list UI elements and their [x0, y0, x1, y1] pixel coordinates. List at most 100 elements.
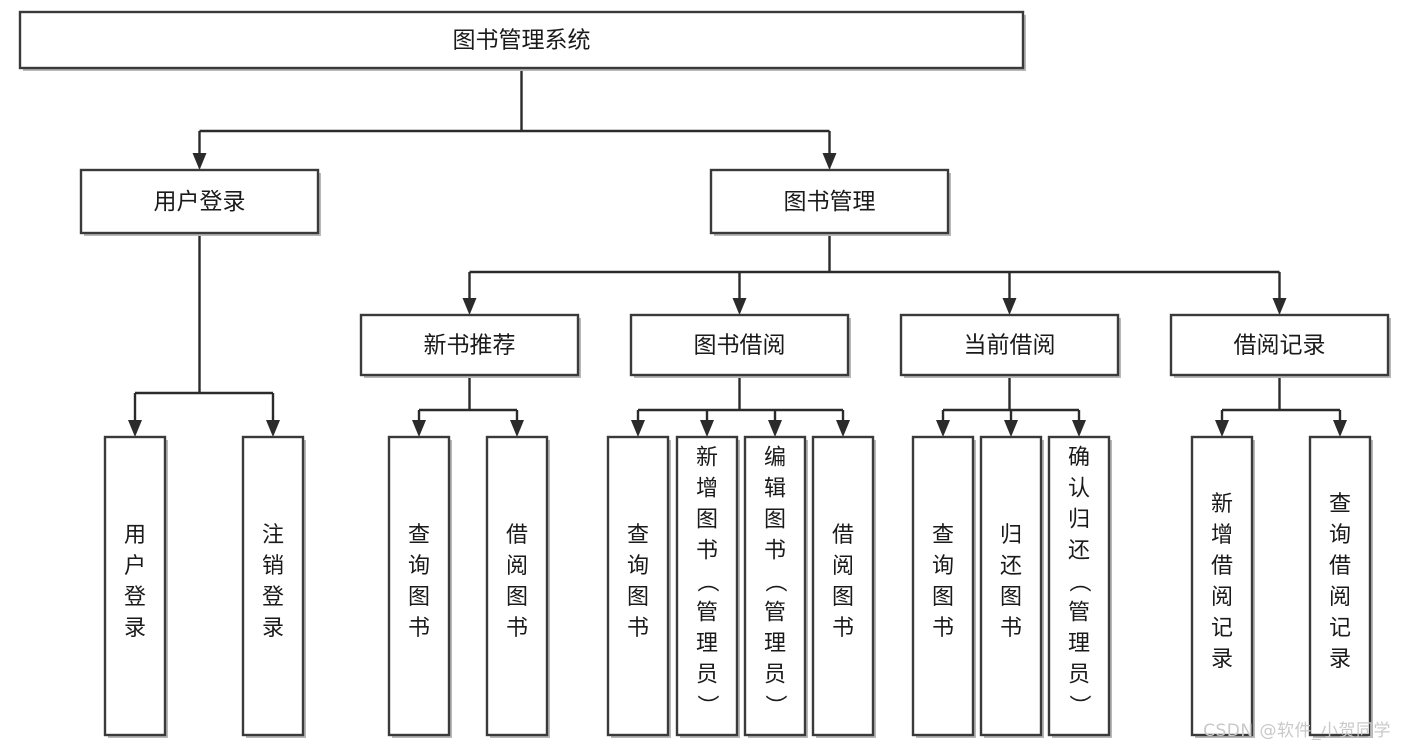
leaf-label-vertical: 用户登录 [124, 523, 146, 641]
leaf-label-char: 询 [932, 554, 954, 579]
leaf-label-char: 户 [124, 554, 146, 579]
leaf-label-char: 书 [627, 616, 649, 641]
node-label: 当前借阅 [964, 333, 1056, 359]
leaf-label-char: ） [1066, 695, 1091, 717]
leaf-label-char: 图 [696, 508, 718, 533]
arrow-head [700, 420, 714, 437]
level1-node-图书管理[interactable] [709, 168, 951, 236]
arrow-head [510, 420, 524, 437]
arrow-head [768, 420, 782, 437]
leaf-label-char: 书 [832, 616, 854, 641]
node-label: 用户登录 [154, 189, 246, 215]
node-rect [743, 435, 807, 737]
leaf-label-char: 书 [408, 616, 430, 641]
leaf-label-char: 阅 [506, 554, 528, 579]
leaf-node-借阅图书[interactable] [485, 435, 550, 738]
arrow-head [1333, 420, 1347, 437]
leaf-label-char: 登 [124, 585, 146, 610]
leaf-label-char: 还 [1000, 554, 1022, 579]
leaf-label-char: 辑 [764, 477, 786, 502]
leaf-node-查询图书[interactable] [606, 435, 671, 738]
arrow-head [1004, 420, 1018, 437]
leaf-label-char: 新 [696, 446, 718, 471]
level2-node-新书推荐[interactable] [359, 313, 581, 378]
leaf-node-编辑图书管理员[interactable] [743, 435, 808, 738]
leaf-node-新增借阅记录[interactable] [1190, 435, 1255, 738]
leaf-label-char: 用 [124, 523, 146, 548]
leaf-label-char: 录 [262, 616, 284, 641]
leaf-node-用户登录[interactable] [103, 435, 168, 738]
leaf-label-char: 书 [506, 616, 528, 641]
node-rect [675, 435, 739, 737]
arrow-head [128, 420, 142, 437]
leaf-label-char: 阅 [1211, 585, 1233, 610]
arrow-head [822, 153, 837, 170]
connector-group [192, 68, 837, 170]
leaf-node-新增图书管理员[interactable] [675, 435, 740, 738]
leaf-label-char: 注 [262, 523, 284, 548]
leaf-label-char: 录 [124, 616, 146, 641]
leaf-label-char: 询 [1329, 523, 1351, 548]
leaf-label-char: 借 [1329, 554, 1351, 579]
leaf-label-char: 记 [1329, 616, 1351, 641]
node-rect [629, 313, 850, 377]
leaf-label-char: ） [694, 695, 719, 717]
arrow-head [1215, 420, 1229, 437]
node-rect [485, 435, 549, 737]
leaf-node-查询借阅记录[interactable] [1308, 435, 1373, 738]
leaf-label-char: 归 [1000, 523, 1022, 548]
leaf-label-char: 登 [262, 585, 284, 610]
node-boxes: 图书管理系统用户登录图书管理新书推荐图书借阅当前借阅借阅记录用户登录注销登录查询… [18, 10, 1391, 738]
level1-node-用户登录[interactable] [79, 168, 321, 236]
leaf-label-char: 理 [696, 632, 718, 657]
leaf-node-注销登录[interactable] [241, 435, 306, 738]
arrow-head [412, 420, 426, 437]
leaf-label-char: （ [1066, 571, 1091, 593]
leaf-label-char: 查 [932, 523, 954, 548]
leaf-label-char: 员 [764, 663, 786, 688]
connector-group [462, 233, 1287, 315]
connector-group [1215, 375, 1347, 437]
connector-group [412, 375, 524, 437]
level2-node-当前借阅[interactable] [899, 313, 1121, 378]
connector-group [936, 375, 1086, 437]
leaf-label-char: 查 [627, 523, 649, 548]
level2-node-图书借阅[interactable] [629, 313, 851, 378]
leaf-label-char: 理 [1068, 632, 1090, 657]
root-node-图书管理系统[interactable] [18, 10, 1026, 71]
node-label: 借阅记录 [1234, 333, 1326, 359]
node-label: 新书推荐 [424, 333, 516, 359]
arrow-head [1272, 298, 1287, 315]
node-label: 图书管理系统 [453, 28, 591, 54]
leaf-label-char: 阅 [832, 554, 854, 579]
leaf-node-查询图书[interactable] [387, 435, 452, 738]
leaf-label-char: 借 [506, 523, 528, 548]
leaf-label-char: 增 [696, 477, 718, 502]
level2-node-借阅记录[interactable] [1169, 313, 1391, 378]
leaf-label-char: 图 [764, 508, 786, 533]
node-rect [359, 313, 580, 377]
arrow-head [936, 420, 950, 437]
leaf-node-借阅图书[interactable] [811, 435, 876, 738]
leaf-label-char: 编 [764, 446, 786, 471]
leaf-node-归还图书[interactable] [979, 435, 1044, 738]
leaf-node-查询图书[interactable] [911, 435, 976, 738]
leaf-label-char: 图 [627, 585, 649, 610]
leaf-label-char: 询 [627, 554, 649, 579]
leaf-label-char: 员 [696, 663, 718, 688]
connector-group [128, 233, 280, 437]
leaf-label-char: 理 [764, 632, 786, 657]
leaf-label-char: 借 [832, 523, 854, 548]
leaf-node-确认归还管理员[interactable] [1047, 435, 1112, 738]
leaf-label-char: 销 [262, 554, 284, 579]
connector-group [631, 375, 850, 437]
